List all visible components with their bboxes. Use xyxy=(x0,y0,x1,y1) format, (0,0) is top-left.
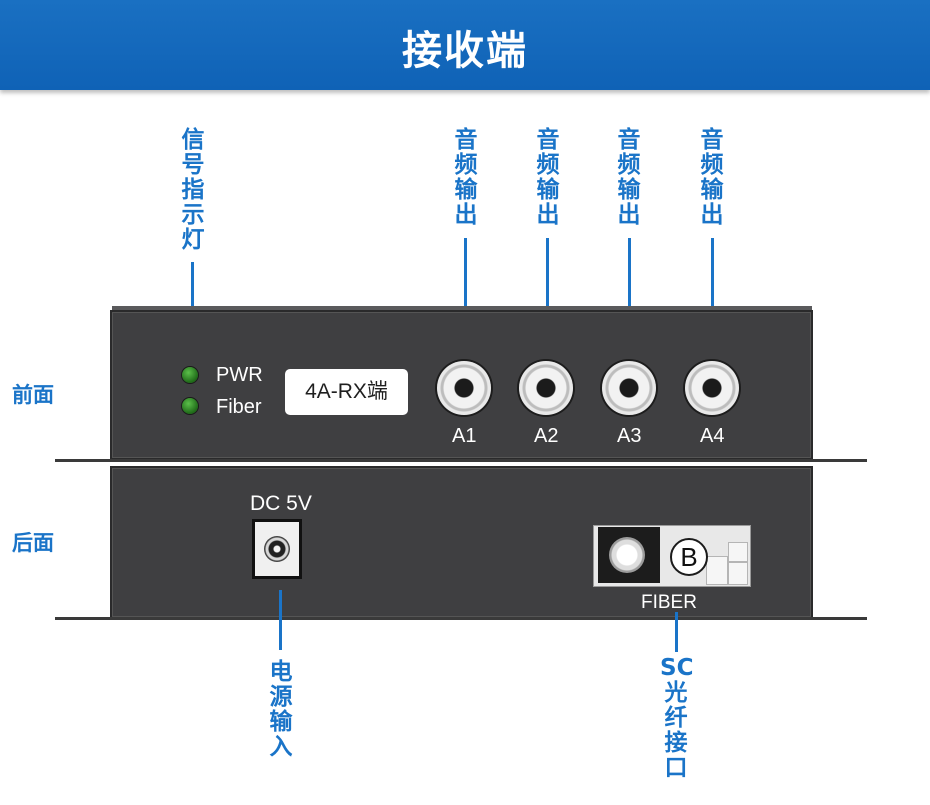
sc-port-line xyxy=(675,612,678,652)
sc-port-label: SC光纤接口 xyxy=(660,655,694,781)
audio-output-label-a4: 音频输出 xyxy=(697,128,727,228)
dc-socket-icon xyxy=(264,536,290,562)
pwr-label: PWR xyxy=(216,364,263,386)
power-input-label: 电源输入 xyxy=(266,660,296,760)
model-badge: 4A-RX端 xyxy=(285,369,408,415)
front-panel-top-edge xyxy=(112,306,812,311)
audio-output-text-a2: 音频输出 xyxy=(536,127,560,228)
page-title: 接收端 xyxy=(402,28,528,74)
audio-output-line-a2 xyxy=(546,238,549,360)
fiber-led-label: Fiber xyxy=(216,396,262,418)
port-label-a4: A4 xyxy=(700,425,725,447)
front-panel-flange xyxy=(55,459,867,462)
audio-output-label-a2: 音频输出 xyxy=(533,128,563,228)
audio-output-text-a4: 音频输出 xyxy=(700,127,724,228)
audio-output-line-a3 xyxy=(628,238,631,360)
power-input-text: 电源输入 xyxy=(269,659,293,760)
signal-indicator-text: 信号指示灯 xyxy=(181,127,205,253)
rca-jack-icon-a4 xyxy=(685,361,739,415)
audio-output-text-a1: 音频输出 xyxy=(454,127,478,228)
sc-connector-tile-2 xyxy=(728,542,748,562)
front-side-label: 前面 xyxy=(12,383,54,407)
audio-output-line-a4 xyxy=(711,238,714,360)
audio-output-label-a1: 音频输出 xyxy=(451,128,481,228)
sc-connector-tile-3 xyxy=(728,562,748,585)
rca-jack-icon-a1 xyxy=(437,361,491,415)
audio-output-label-a3: 音频输出 xyxy=(614,128,644,228)
dc-label: DC 5V xyxy=(250,492,312,515)
rca-jack-icon-a3 xyxy=(602,361,656,415)
sc-ferrule-icon xyxy=(609,537,645,573)
port-label-a3: A3 xyxy=(617,425,642,447)
rca-jack-icon-a2 xyxy=(519,361,573,415)
audio-output-text-a3: 音频输出 xyxy=(617,127,641,228)
header-bar: 接收端 xyxy=(0,0,930,90)
back-side-label: 后面 xyxy=(12,531,54,555)
port-label-a1: A1 xyxy=(452,425,477,447)
signal-indicator-label: 信号指示灯 xyxy=(178,128,208,253)
audio-output-line-a1 xyxy=(464,238,467,360)
dc-jack-icon xyxy=(252,519,302,579)
power-input-line xyxy=(279,590,282,650)
sc-connector-tile-1 xyxy=(706,556,728,585)
fiber-port-label: FIBER xyxy=(641,592,697,613)
back-panel-flange xyxy=(55,617,867,620)
fiber-b-badge: B xyxy=(670,538,708,576)
port-label-a2: A2 xyxy=(534,425,559,447)
fiber-led-icon xyxy=(182,398,198,414)
pwr-led-icon xyxy=(182,367,198,383)
sc-port-text: SC光纤接口 xyxy=(660,655,694,781)
